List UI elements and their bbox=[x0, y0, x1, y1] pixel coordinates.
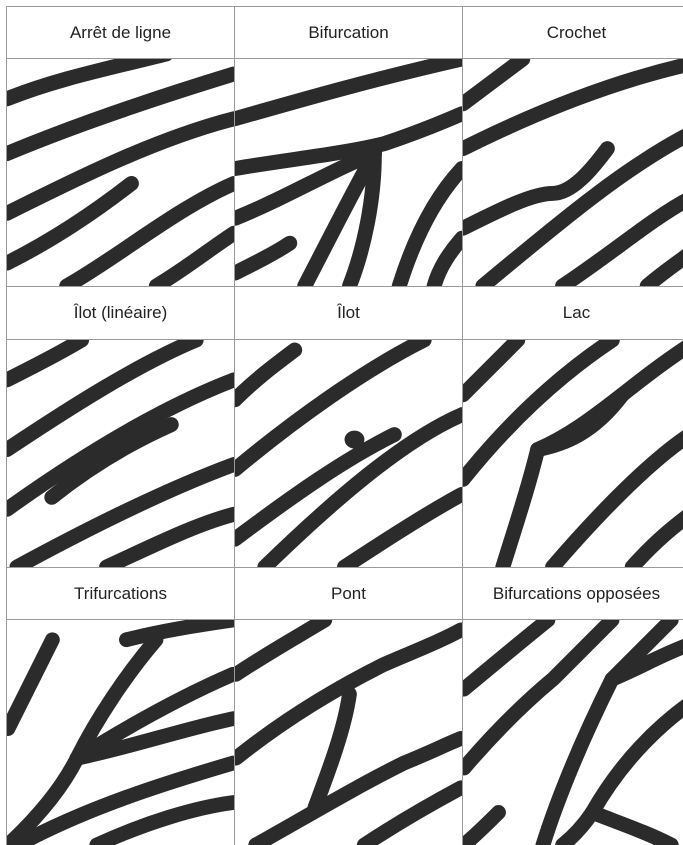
ridge-line bbox=[7, 59, 166, 99]
ridge-line bbox=[97, 803, 233, 845]
label-opposed-bifurcations: Bifurcations opposées bbox=[462, 567, 683, 619]
ridge-line bbox=[235, 350, 295, 400]
label-lake: Lac bbox=[462, 286, 683, 339]
bifurcation-drawing bbox=[235, 59, 462, 286]
ridge-line bbox=[463, 59, 523, 104]
image-bridge bbox=[234, 619, 462, 845]
ridge-line bbox=[399, 169, 462, 286]
opposed-bifurcations-drawing bbox=[463, 620, 683, 845]
image-trifurcation bbox=[6, 619, 234, 845]
lake-drawing bbox=[463, 340, 683, 567]
image-hook bbox=[462, 58, 683, 286]
label-hook: Crochet bbox=[462, 6, 683, 58]
label-short-ridge: Îlot (linéaire) bbox=[6, 286, 234, 339]
ridge-line bbox=[8, 640, 52, 729]
image-short-ridge bbox=[6, 339, 234, 567]
image-ridge-ending bbox=[6, 58, 234, 286]
ridge-ending-drawing bbox=[7, 59, 234, 286]
ridge-line bbox=[553, 435, 683, 567]
ridge-line bbox=[464, 620, 612, 768]
ridge-line bbox=[647, 253, 683, 286]
ridge-line bbox=[107, 514, 234, 567]
trifurcation-drawing bbox=[7, 620, 234, 845]
label-ridge-ending: Arrêt de ligne bbox=[6, 6, 234, 58]
bridge-drawing bbox=[235, 620, 462, 845]
ridge-line bbox=[126, 620, 233, 640]
ridge-line bbox=[364, 788, 461, 845]
short-ridge-drawing bbox=[7, 340, 234, 567]
minutiae-figure-grid: Arrêt de ligne Bifurcation Crochet bbox=[6, 6, 683, 845]
ridge-line bbox=[464, 812, 499, 845]
ridge-line bbox=[235, 243, 290, 273]
label-bridge: Pont bbox=[234, 567, 462, 619]
ridge-line bbox=[345, 494, 462, 567]
ridge-line bbox=[622, 345, 683, 395]
ridge-line bbox=[7, 340, 82, 380]
image-lake bbox=[462, 339, 683, 567]
ridge-line bbox=[464, 620, 548, 689]
ridge-line bbox=[463, 340, 518, 395]
ridge-line bbox=[236, 620, 325, 674]
image-bifurcation bbox=[234, 58, 462, 286]
label-trifurcation: Trifurcations bbox=[6, 567, 234, 619]
opposed-bifurcation-branch bbox=[592, 812, 671, 845]
image-dot bbox=[234, 339, 462, 567]
ridge-line bbox=[632, 514, 683, 567]
ridge-line bbox=[256, 738, 461, 845]
ridge-line bbox=[592, 704, 683, 813]
ridge-line bbox=[156, 233, 234, 286]
dot-drawing bbox=[235, 340, 462, 567]
label-dot: Îlot bbox=[234, 286, 462, 339]
image-opposed-bifurcations bbox=[462, 619, 683, 845]
ridge-line bbox=[235, 59, 462, 119]
ridge-line bbox=[67, 183, 234, 286]
ridge-line bbox=[434, 238, 462, 286]
label-bifurcation: Bifurcation bbox=[234, 6, 462, 58]
hook-drawing bbox=[463, 59, 683, 286]
hook-ridge bbox=[463, 149, 607, 229]
